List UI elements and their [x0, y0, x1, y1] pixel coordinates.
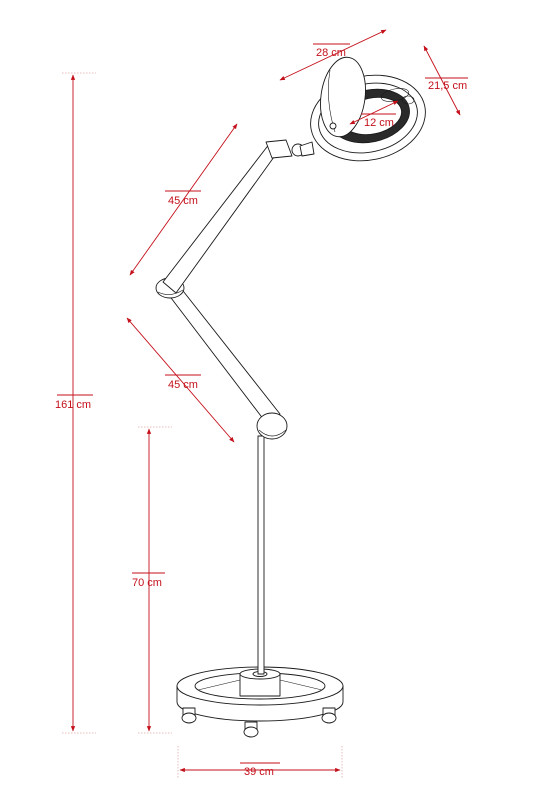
dim-total-height: 161 cm	[55, 72, 96, 734]
dim-lens-diameter: 28 cm	[279, 29, 387, 81]
label-161cm: 161 cm	[55, 399, 91, 411]
dim-lower-arm: 45 cm	[126, 317, 235, 443]
lower-arm	[164, 281, 281, 425]
lamp-base	[176, 666, 344, 722]
label-70cm: 70 cm	[132, 577, 162, 589]
label-lower-45cm: 45 cm	[168, 379, 198, 391]
label-upper-45cm: 45 cm	[168, 195, 198, 207]
dim-base-diameter: 39 cm	[177, 746, 343, 778]
label-12cm: 12 cm	[364, 117, 394, 129]
label-28cm: 28 cm	[316, 47, 346, 59]
dim-upper-arm: 45 cm	[129, 123, 238, 276]
pole-joint	[256, 412, 288, 440]
upper-arm	[162, 142, 280, 294]
lamp-pole	[257, 435, 265, 675]
magnifier-head	[310, 56, 426, 162]
base-wheels	[181, 707, 337, 738]
dim-head-width: 21,5 cm	[423, 45, 468, 116]
label-39cm: 39 cm	[244, 766, 274, 778]
dim-pole-height: 70 cm	[132, 426, 172, 734]
dimension-annotations: 161 cm 70 cm 45 cm 45 cm 28 cm	[55, 29, 468, 778]
label-21-5cm: 21,5 cm	[428, 80, 467, 92]
lamp-illustration	[155, 56, 426, 738]
dim-lens-inner: 12 cm	[349, 100, 399, 129]
